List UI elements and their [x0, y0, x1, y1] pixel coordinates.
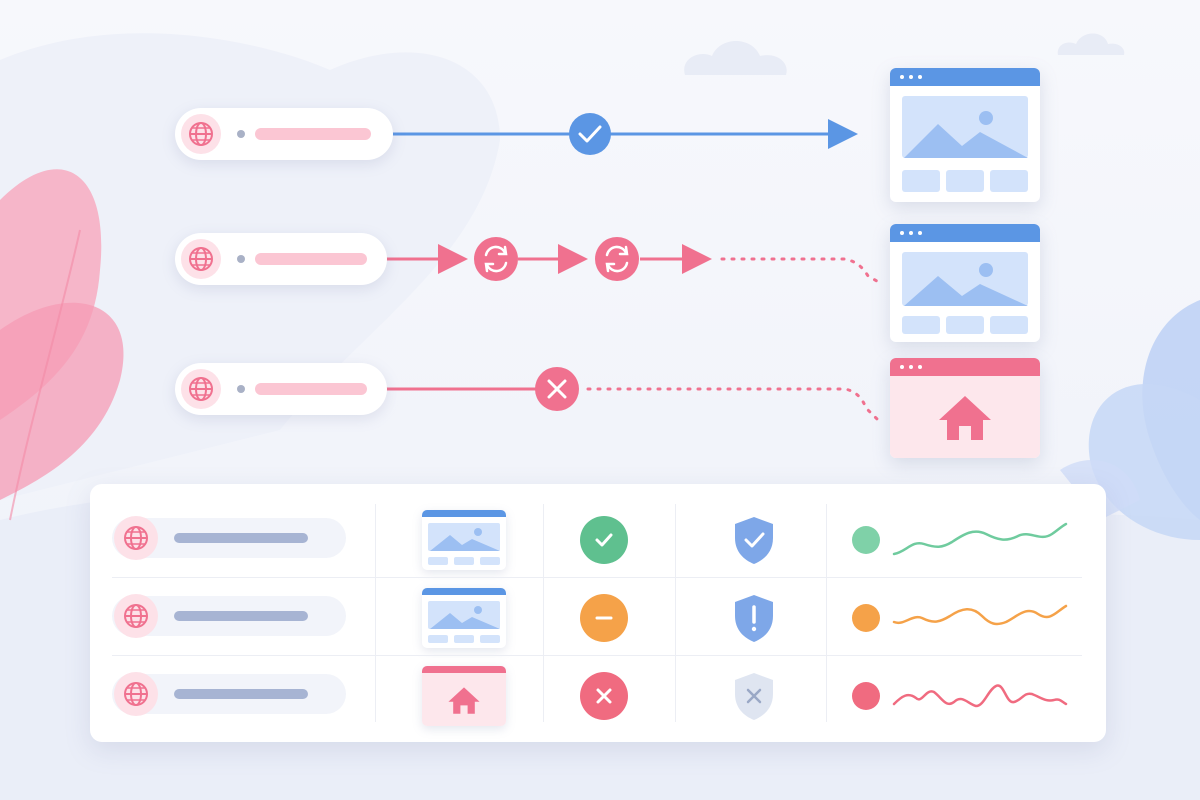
- page-thumbnail: [422, 588, 506, 648]
- page-thumbnail: [422, 510, 506, 570]
- image-icon: [902, 96, 1028, 192]
- health-indicator: [852, 604, 880, 632]
- activity-sparkline: [892, 604, 1068, 626]
- refresh-icon: [474, 237, 518, 281]
- page-thumbnail: [422, 666, 506, 726]
- url-cell: [112, 672, 346, 716]
- table-row[interactable]: [112, 578, 1082, 656]
- globe-icon: [114, 594, 158, 638]
- minus-icon: [580, 594, 628, 642]
- fallback-home-card[interactable]: [890, 358, 1040, 458]
- redirect-status-table: [90, 484, 1106, 742]
- health-indicator: [852, 526, 880, 554]
- source-url-pill[interactable]: [175, 108, 393, 160]
- table-row[interactable]: [112, 500, 1082, 578]
- flow-row-failed: [386, 367, 882, 424]
- refresh-icon: [595, 237, 639, 281]
- source-url-pill[interactable]: [175, 363, 387, 415]
- flow-row-retrying: [386, 237, 884, 286]
- close-icon: [535, 367, 579, 411]
- flow-row-success: [392, 113, 858, 155]
- url-placeholder-bar: [255, 128, 371, 140]
- destination-page-card[interactable]: [890, 68, 1040, 202]
- shield-check-icon: [735, 517, 773, 564]
- globe-icon: [181, 239, 221, 279]
- url-placeholder-bar: [174, 533, 308, 543]
- url-placeholder-bar: [255, 383, 367, 395]
- url-placeholder-bar: [255, 253, 367, 265]
- table-row[interactable]: [112, 656, 1082, 734]
- url-placeholder-bar: [174, 689, 308, 699]
- status-dot: [237, 130, 245, 138]
- status-dot: [237, 385, 245, 393]
- activity-sparkline: [892, 522, 1068, 556]
- image-icon: [902, 252, 1028, 334]
- shield-x-icon: [735, 673, 773, 720]
- close-icon: [580, 672, 628, 720]
- dotted-path: [720, 257, 884, 286]
- url-cell: [112, 516, 346, 560]
- globe-icon: [114, 672, 158, 716]
- status-dot: [237, 255, 245, 263]
- url-cell: [112, 594, 346, 638]
- health-indicator: [852, 682, 880, 710]
- globe-icon: [181, 369, 221, 409]
- dotted-path: [586, 387, 882, 424]
- check-icon: [569, 113, 611, 155]
- home-icon: [448, 686, 480, 714]
- source-url-pill[interactable]: [175, 233, 387, 285]
- globe-icon: [181, 114, 221, 154]
- image-icon: [428, 601, 500, 643]
- check-icon: [580, 516, 628, 564]
- destination-page-card[interactable]: [890, 224, 1040, 342]
- url-placeholder-bar: [174, 611, 308, 621]
- image-icon: [428, 523, 500, 565]
- activity-sparkline: [892, 684, 1068, 708]
- shield-alert-icon: [735, 595, 773, 642]
- home-icon: [939, 396, 991, 440]
- redirect-flow-diagram: [386, 113, 884, 424]
- globe-icon: [114, 516, 158, 560]
